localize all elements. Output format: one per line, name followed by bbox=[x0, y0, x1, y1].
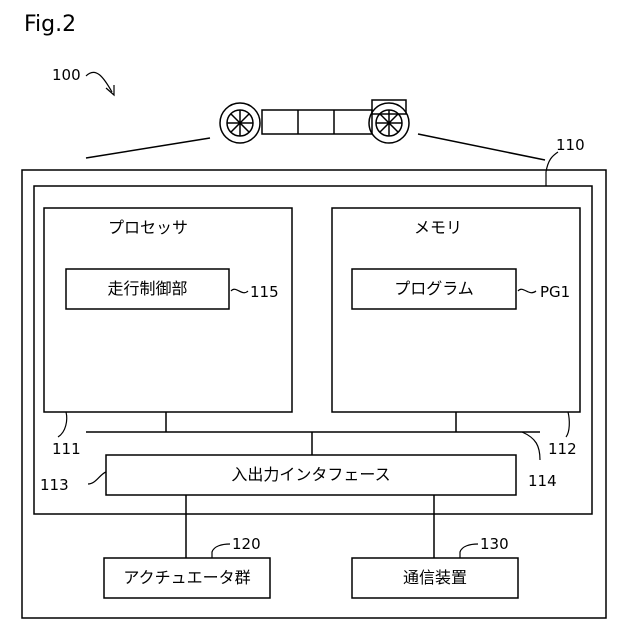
ref-pg1: PG1 bbox=[540, 283, 570, 301]
actuators-label: アクチュエータ群 bbox=[104, 558, 270, 598]
vehicle-sketch bbox=[220, 100, 409, 143]
ref-130: 130 bbox=[480, 535, 509, 553]
ref-130-leader bbox=[460, 544, 478, 558]
ref-111-leader bbox=[58, 412, 67, 437]
io-interface-label: 入出力インタフェース bbox=[106, 455, 516, 495]
ref-120: 120 bbox=[232, 535, 261, 553]
ref-pg1-leader bbox=[518, 289, 536, 292]
ref-113: 113 bbox=[40, 476, 69, 494]
ref-110-leader bbox=[546, 152, 558, 186]
processor-label: プロセッサ bbox=[108, 218, 188, 238]
ref-115: 115 bbox=[250, 283, 279, 301]
ref-111: 111 bbox=[52, 440, 81, 458]
travel-controller-label: 走行制御部 bbox=[66, 269, 229, 309]
memory-box bbox=[332, 208, 580, 412]
ref-112-leader bbox=[566, 412, 569, 437]
ref-100-arrowhead bbox=[106, 85, 114, 95]
ref-115-leader bbox=[231, 289, 248, 292]
communication-label: 通信装置 bbox=[352, 558, 518, 598]
ref-112: 112 bbox=[548, 440, 577, 458]
ref-114: 114 bbox=[528, 472, 557, 490]
ref-110: 110 bbox=[556, 136, 585, 154]
figure-label: Fig.2 bbox=[24, 12, 76, 37]
memory-label: メモリ bbox=[414, 218, 462, 238]
processor-box bbox=[44, 208, 292, 412]
program-label: プログラム bbox=[352, 269, 516, 309]
vehicle-perspective-line-left bbox=[86, 138, 210, 158]
ref-114-leader bbox=[522, 432, 540, 460]
ref-113-leader bbox=[88, 472, 106, 484]
ref-120-leader bbox=[212, 544, 230, 558]
vehicle-perspective-line-right bbox=[418, 134, 545, 160]
ref-100: 100 bbox=[52, 66, 81, 84]
